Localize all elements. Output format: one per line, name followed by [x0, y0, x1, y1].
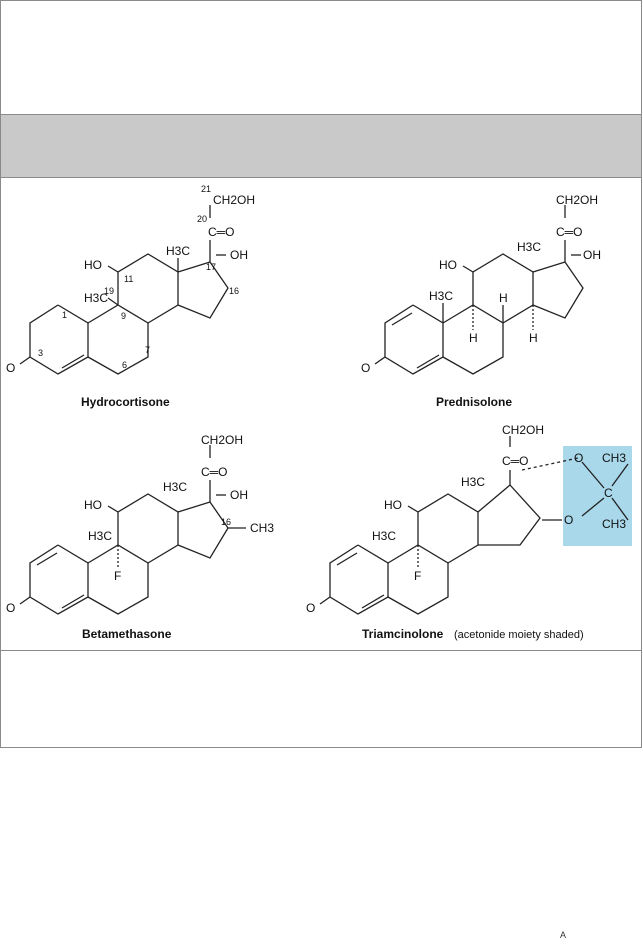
- locant-7: 7: [145, 345, 150, 355]
- label-co: C═O: [502, 454, 529, 468]
- label-h8: H: [499, 291, 508, 305]
- header-box: [0, 0, 642, 114]
- label-ch3-a: CH3: [602, 451, 626, 465]
- footer-mark: A: [560, 930, 567, 940]
- title-band: [0, 114, 642, 178]
- locant-20: 20: [197, 214, 207, 224]
- locant-17: 17: [206, 262, 216, 272]
- molecule-triamcinolone: O HO CH2OH C═O H3C H3C F O O C CH3 CH3 T…: [306, 423, 632, 641]
- label-h14: H: [529, 331, 538, 345]
- label-o3: O: [6, 601, 15, 615]
- locant-6: 6: [122, 360, 127, 370]
- label-ho: HO: [439, 258, 457, 272]
- label-ch2oh: CH2OH: [502, 423, 544, 437]
- label-co: C═O: [208, 225, 235, 239]
- locant-1: 1: [62, 310, 67, 320]
- caption-prednisolone: Prednisolone: [436, 395, 512, 409]
- molecule-betamethasone: O HO CH2OH C═O OH H3C H3C F 16 CH3 Betam…: [6, 433, 274, 641]
- label-o-acetonide-a: O: [574, 451, 583, 465]
- label-o-acetonide-b: O: [564, 513, 573, 527]
- caption-hydrocortisone: Hydrocortisone: [81, 395, 170, 409]
- locant-9: 9: [121, 311, 126, 321]
- label-oh: OH: [583, 248, 601, 262]
- label-f9: F: [114, 569, 121, 583]
- label-c-acetonide: C: [604, 486, 613, 500]
- label-me19: H3C: [429, 289, 453, 303]
- label-co: C═O: [201, 465, 228, 479]
- label-co: C═O: [556, 225, 583, 239]
- label-ch3: CH3: [250, 521, 274, 535]
- label-me19: H3C: [372, 529, 396, 543]
- locant-11: 11: [124, 274, 133, 284]
- label-ho: HO: [384, 498, 402, 512]
- label-oh: OH: [230, 248, 248, 262]
- label-me18: H3C: [166, 244, 190, 258]
- molecule-prednisolone: O HO CH2OH C═O OH H3C H3C H H H Predniso…: [361, 193, 601, 409]
- caption-triamcinolone: Triamcinolone: [362, 627, 444, 641]
- locant-19: 19: [104, 286, 114, 296]
- footnote-box: [0, 650, 642, 748]
- label-ho: HO: [84, 498, 102, 512]
- locant-21: 21: [201, 184, 211, 194]
- caption-note: (acetonide moiety shaded): [454, 629, 584, 641]
- acetonide-shading: [563, 446, 632, 546]
- label-me18: H3C: [517, 240, 541, 254]
- label-ch2oh: CH2OH: [201, 433, 243, 447]
- locant-16: 16: [221, 517, 231, 527]
- label-me19: H3C: [88, 529, 112, 543]
- label-oh: OH: [230, 488, 248, 502]
- figure-area: [0, 178, 642, 650]
- locant-16: 16: [229, 286, 239, 296]
- label-ch2oh: CH2OH: [556, 193, 598, 207]
- label-ho: HO: [84, 258, 102, 272]
- label-h9: H: [469, 331, 478, 345]
- label-me18: H3C: [163, 480, 187, 494]
- label-me18: H3C: [461, 475, 485, 489]
- label-o3: O: [361, 361, 370, 375]
- label-me19: H3C: [84, 291, 108, 305]
- label-ch3-b: CH3: [602, 517, 626, 531]
- caption-betamethasone: Betamethasone: [82, 627, 172, 641]
- label-o3: O: [6, 361, 15, 375]
- label-f9: F: [414, 569, 421, 583]
- label-o3: O: [306, 601, 315, 615]
- locant-3: 3: [38, 348, 43, 358]
- molecule-hydrocortisone: O HO CH2OH C═O OH H3C H3C 21 20 11 17 19…: [6, 184, 255, 409]
- label-ch2oh: CH2OH: [213, 193, 255, 207]
